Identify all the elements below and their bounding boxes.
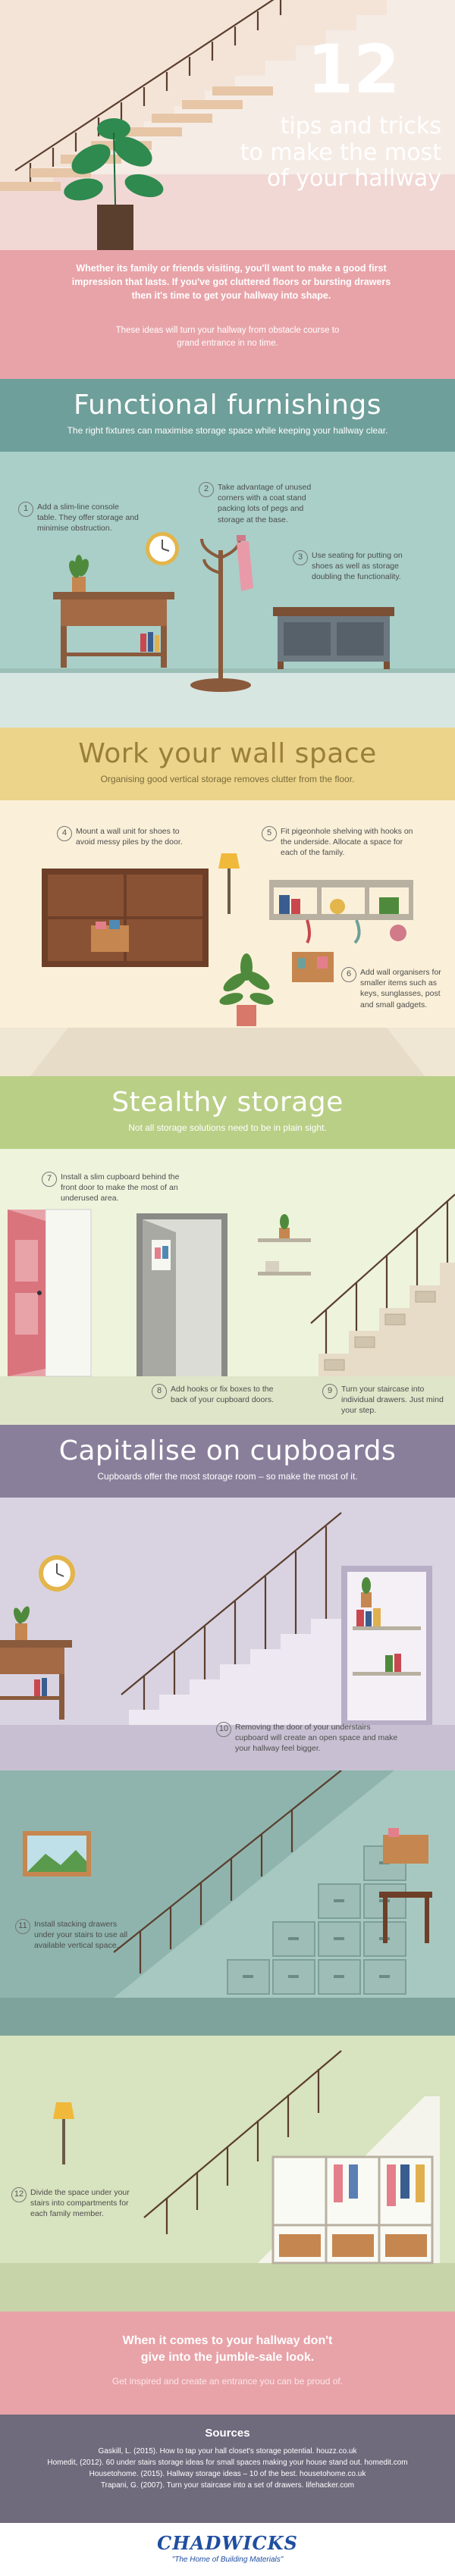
tip-number: 12 — [11, 2187, 27, 2202]
footer: CHADWICKS "The Home of Building Material… — [0, 2523, 455, 2576]
tip-text: Mount a wall unit for shoes to avoid mes… — [76, 827, 183, 847]
stacking-drawers-illustration — [0, 1770, 455, 2036]
tip-1: 1 Add a slim-line console table. They of… — [18, 502, 140, 534]
section-title: Work your wall space — [78, 738, 377, 769]
section-header-functional: Functional furnishings The right fixture… — [0, 379, 455, 452]
outro-headline-line: When it comes to your hallway don't — [122, 2334, 333, 2347]
panel-tip-12: 12 Divide the space under your stairs in… — [0, 2036, 455, 2312]
tip-9: 9 Turn your staircase into individual dr… — [322, 1384, 444, 1416]
tip-number: 1 — [18, 502, 33, 517]
sources-title: Sources — [205, 2427, 250, 2440]
section-title: Functional furnishings — [73, 390, 382, 421]
coat-stand-icon — [190, 535, 253, 692]
tip-text: Add wall organisers for smaller items su… — [360, 968, 441, 1009]
hero-intro: Whether its family or friends visiting, … — [71, 263, 391, 302]
tip-10: 10 Removing the door of your understairs… — [216, 1722, 406, 1754]
section-subtitle: Organising good vertical storage removes… — [100, 774, 355, 784]
tip-5: 5 Fit pigeonhole shelving with hooks on … — [262, 826, 413, 859]
tip-12: 12 Divide the space under your stairs in… — [11, 2187, 140, 2220]
wall-illustration — [0, 800, 455, 1076]
tip-3: 3 Use seating for putting on shoes as we… — [293, 550, 418, 583]
outro-subline: Get inspired and create an entrance you … — [111, 2376, 344, 2387]
source-item: Gaskill, L. (2015). How to tap your hall… — [98, 2447, 357, 2455]
tip-text: Take advantage of unused corners with a … — [218, 483, 312, 524]
drawer-staircase-icon — [310, 1194, 455, 1376]
outro-headline: When it comes to your hallway don't give… — [0, 2333, 455, 2365]
tip-number: 2 — [199, 482, 214, 497]
slim-cupboard-icon — [136, 1213, 228, 1376]
tip-text: Add a slim-line console table. They offe… — [37, 502, 139, 534]
tip-number: 4 — [57, 826, 72, 841]
hero-title-line: tips and tricks — [280, 113, 441, 139]
section-functional: 1 Add a slim-line console table. They of… — [0, 452, 455, 728]
panel-tip-11: 11 Install stacking drawers under your s… — [0, 1770, 455, 2036]
tip-number: 9 — [322, 1384, 337, 1399]
section-header-stealthy: Stealthy storage Not all storage solutio… — [0, 1076, 455, 1149]
tip-text: Turn your staircase into individual draw… — [341, 1385, 444, 1416]
tip-number: 3 — [293, 550, 308, 565]
source-item: Housetohome. (2015). Hallway storage ide… — [89, 2470, 366, 2478]
hero-title: tips and tricks to make the most of your… — [240, 113, 441, 192]
compartments-illustration — [0, 2036, 455, 2312]
tip-11: 11 Install stacking drawers under your s… — [15, 1919, 136, 1952]
hero-title-line: to make the most — [240, 139, 441, 166]
front-door-icon — [8, 1209, 92, 1377]
section-wall: 4 Mount a wall unit for shoes to avoid m… — [0, 800, 455, 1076]
tip-number: 10 — [216, 1722, 231, 1737]
functional-illustration — [0, 452, 455, 728]
tip-text: Add hooks or fix boxes to the back of yo… — [171, 1385, 274, 1405]
outro-section: When it comes to your hallway don't give… — [0, 2312, 455, 2415]
hero-title-line: of your hallway — [266, 165, 441, 192]
compartment-unit-icon — [258, 2096, 440, 2265]
tip-6: 6 Add wall organisers for smaller items … — [341, 967, 447, 1010]
hero-number: 12 — [307, 30, 400, 108]
tip-text: Install a slim cupboard behind the front… — [61, 1172, 180, 1203]
brand-tagline: "The Home of Building Materials" — [171, 2556, 284, 2564]
section-header-wall: Work your wall space Organising good ver… — [0, 728, 455, 800]
tip-number: 8 — [152, 1384, 167, 1399]
sources-section: Sources Gaskill, L. (2015). How to tap y… — [0, 2415, 455, 2523]
source-item: Homedit, (2012). 60 under stairs storage… — [47, 2459, 408, 2467]
shoe-unit-icon — [42, 869, 209, 967]
stealthy-illustration — [0, 1149, 455, 1425]
tip-8: 8 Add hooks or fix boxes to the back of … — [152, 1384, 281, 1405]
panel-tip-10: 10 Removing the door of your understairs… — [0, 1498, 455, 1770]
section-subtitle: The right fixtures can maximise storage … — [67, 425, 388, 436]
tip-4: 4 Mount a wall unit for shoes to avoid m… — [57, 826, 193, 847]
tip-text: Install stacking drawers under your stai… — [34, 1920, 128, 1951]
brand-logo: CHADWICKS — [157, 2532, 298, 2554]
section-header-cupboards: Capitalise on cupboards Cupboards offer … — [0, 1425, 455, 1498]
hero-illustration — [0, 0, 455, 379]
section-title: Capitalise on cupboards — [58, 1435, 397, 1466]
tip-text: Divide the space under your stairs into … — [30, 2188, 130, 2219]
tip-text: Use seating for putting on shoes as well… — [312, 551, 403, 582]
pigeonhole-shelf-icon — [269, 880, 413, 944]
section-subtitle: Not all storage solutions need to be in … — [128, 1122, 327, 1133]
tip-2: 2 Take advantage of unused corners with … — [199, 482, 331, 525]
tip-text: Removing the door of your understairs cu… — [235, 1723, 398, 1754]
console-table-icon — [53, 592, 174, 668]
outro-headline-line: give into the jumble-sale look. — [140, 2350, 315, 2364]
tip-text: Fit pigeonhole shelving with hooks on th… — [281, 827, 413, 858]
tip-number: 7 — [42, 1172, 57, 1187]
source-item: Trapani, G. (2007). Turn your staircase … — [100, 2481, 355, 2490]
section-subtitle: Cupboards offer the most storage room – … — [97, 1471, 358, 1482]
tip-7: 7 Install a slim cupboard behind the fro… — [42, 1172, 193, 1204]
storage-bench-icon — [273, 607, 394, 669]
hero-section: 12 tips and tricks to make the most of y… — [0, 0, 455, 379]
section-title: Stealthy storage — [111, 1087, 344, 1118]
open-cupboard-illustration — [0, 1498, 455, 1770]
section-stealthy: 7 Install a slim cupboard behind the fro… — [0, 1149, 455, 1425]
tip-number: 11 — [15, 1919, 30, 1934]
tip-number: 5 — [262, 826, 277, 841]
tip-number: 6 — [341, 967, 356, 982]
hero-intro-secondary: These ideas will turn your hallway from … — [115, 326, 340, 348]
